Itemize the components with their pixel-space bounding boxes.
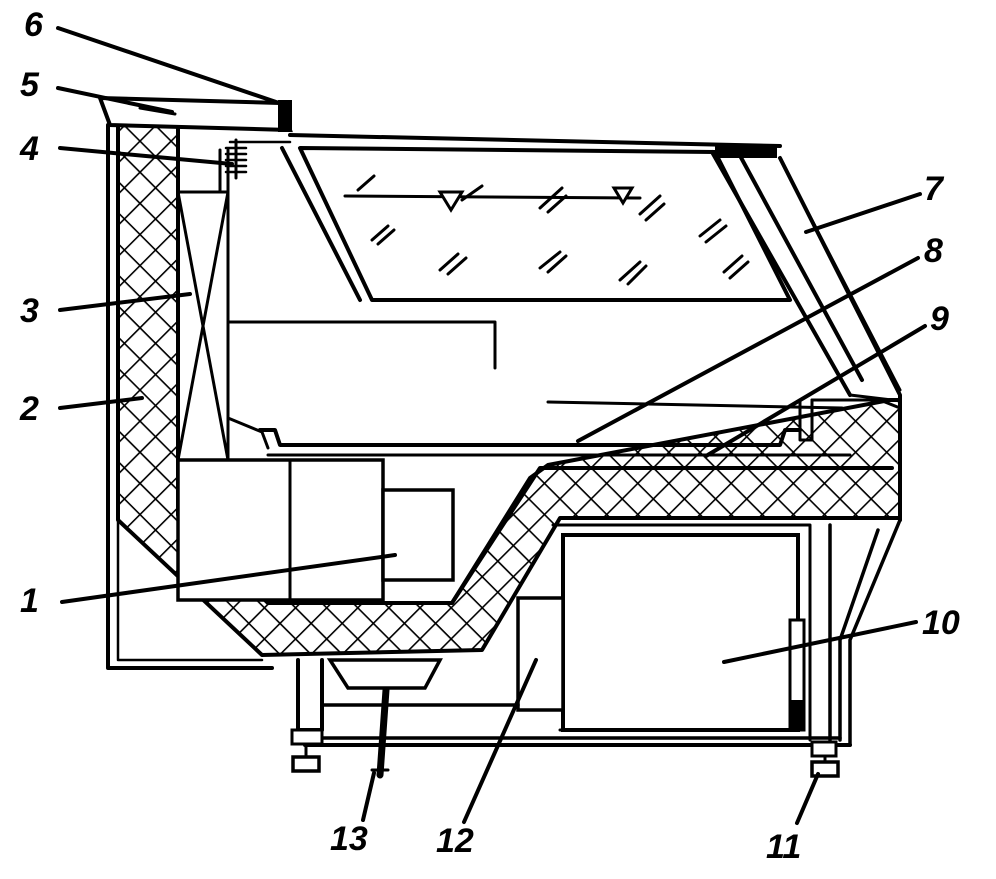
- spring-element: [224, 138, 248, 180]
- callout-9: 9: [930, 300, 949, 338]
- callout-7: 7: [924, 170, 945, 208]
- compressor-unit: [176, 458, 455, 602]
- right-foot-mount: [810, 740, 838, 758]
- left-foot: [291, 755, 321, 773]
- callout-5: 5: [20, 66, 40, 104]
- left-foot-mount: [290, 728, 324, 746]
- callout-2: 2: [19, 390, 39, 428]
- callout-3: 3: [20, 292, 39, 330]
- condenser-unit: [551, 523, 812, 742]
- leader-lines: [56, 26, 927, 825]
- drain-outlet: [326, 658, 443, 779]
- callout-labels: 1 2 3 4 5 6 7 8 9 10 11 12 13: [19, 6, 960, 866]
- callout-6: 6: [24, 6, 44, 44]
- fan-motor: [516, 596, 565, 712]
- callout-10: 10: [922, 604, 960, 642]
- hinge-seal: [278, 100, 292, 132]
- callout-1: 1: [20, 582, 39, 620]
- callout-11: 11: [766, 828, 801, 866]
- callout-4: 4: [19, 130, 39, 168]
- callout-8: 8: [924, 232, 943, 270]
- front-lower-panel: [828, 518, 902, 747]
- callout-12: 12: [436, 822, 474, 860]
- front-glass-frame: [710, 146, 902, 522]
- front-frame-seal: [715, 146, 777, 158]
- base-frame: [290, 658, 852, 778]
- display-tray: [258, 398, 902, 457]
- top-panel: [228, 133, 782, 148]
- glass-window: [280, 146, 792, 302]
- evaporator-coil: [176, 148, 230, 462]
- callout-13: 13: [330, 820, 368, 858]
